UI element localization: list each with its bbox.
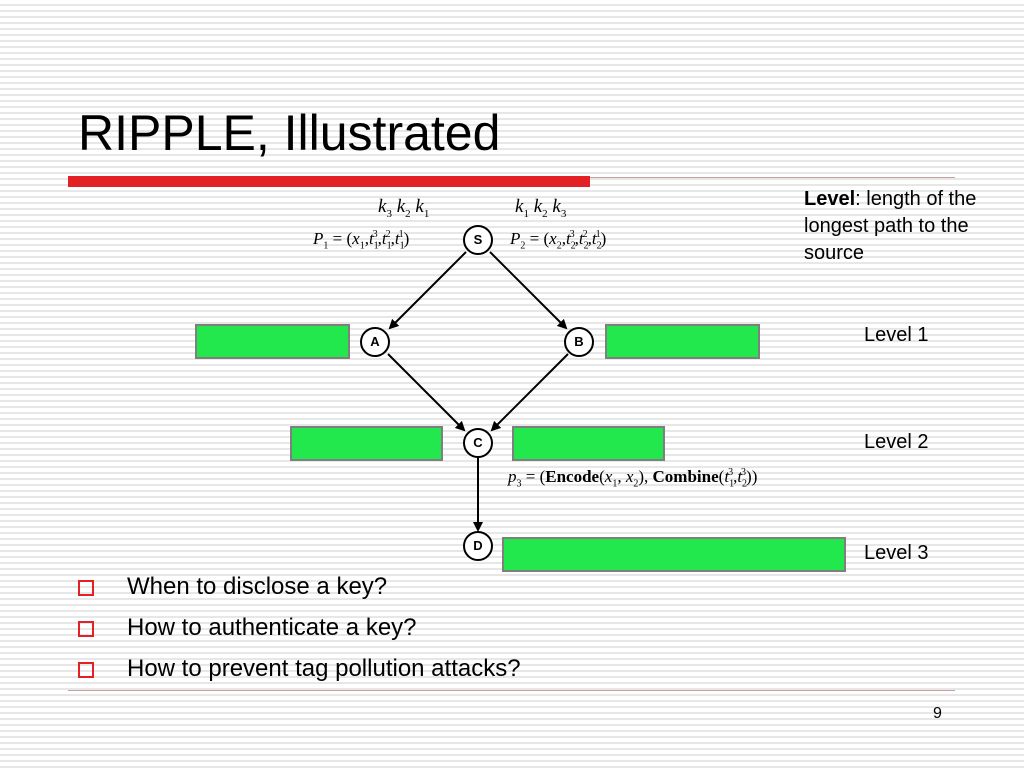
key-left-0: k3 bbox=[378, 196, 392, 220]
question-list: When to disclose a key? How to authentic… bbox=[78, 570, 521, 693]
keys-right: k1 k2 k3 bbox=[515, 196, 566, 220]
box-c-right bbox=[512, 426, 665, 461]
edge-a-c bbox=[387, 353, 466, 432]
level-legend: Level: length of the longest path to the… bbox=[804, 186, 1004, 267]
square-bullet-icon bbox=[78, 580, 94, 596]
title-underline-thin bbox=[590, 177, 955, 178]
square-bullet-icon bbox=[78, 662, 94, 678]
node-c: C bbox=[463, 428, 493, 458]
formula-p1: P1 = (x1,t13,t12,t11) bbox=[313, 229, 410, 252]
key-right-0: k1 bbox=[515, 196, 529, 220]
box-a bbox=[195, 324, 350, 359]
key-right-2: k3 bbox=[552, 196, 567, 220]
page-number: 9 bbox=[933, 705, 942, 722]
node-d: D bbox=[463, 531, 493, 561]
node-s: S bbox=[463, 225, 493, 255]
formula-p3: p3 = (Encode(x1, x2), Combine(t13,t23)) bbox=[508, 467, 758, 490]
slide-title: RIPPLE, Illustrated bbox=[78, 105, 501, 161]
formula-p2: P2 = (x2,t23,t22,t21) bbox=[510, 229, 607, 252]
list-item: When to disclose a key? bbox=[78, 570, 521, 611]
box-c-left bbox=[290, 426, 443, 461]
list-item: How to prevent tag pollution attacks? bbox=[78, 652, 521, 693]
key-left-1: k2 bbox=[396, 196, 411, 220]
edge-s-a bbox=[388, 251, 467, 330]
edge-b-c bbox=[490, 353, 569, 432]
list-item: How to authenticate a key? bbox=[78, 611, 521, 652]
title-underline-red bbox=[68, 176, 590, 187]
legend-term: Level bbox=[804, 188, 856, 210]
footer-divider bbox=[68, 690, 955, 691]
keys-left: k3 k2 k1 bbox=[378, 196, 429, 220]
square-bullet-icon bbox=[78, 621, 94, 637]
box-b bbox=[605, 324, 760, 359]
level-1-label: Level 1 bbox=[864, 324, 929, 346]
node-a: A bbox=[360, 327, 390, 357]
level-3-label: Level 3 bbox=[864, 542, 929, 564]
box-d bbox=[502, 537, 846, 572]
key-right-1: k2 bbox=[533, 196, 548, 220]
level-2-label: Level 2 bbox=[864, 431, 929, 453]
edge-s-b bbox=[489, 251, 568, 330]
key-left-2: k1 bbox=[415, 196, 430, 220]
legend-definition: : length of the longest path to the sour… bbox=[804, 188, 977, 264]
node-b: B bbox=[564, 327, 594, 357]
